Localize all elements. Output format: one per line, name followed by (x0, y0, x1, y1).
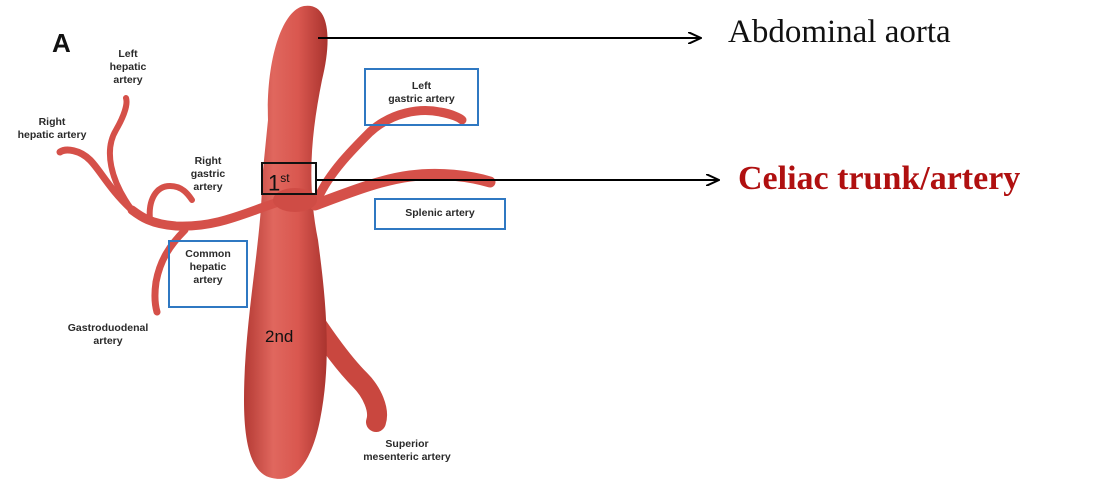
splenic-artery-label: Splenic artery (376, 207, 504, 220)
abdominal-aorta-callout: Abdominal aorta (728, 14, 951, 51)
abdominal-aorta (244, 6, 328, 479)
second-branch-marker: 2nd (265, 327, 293, 347)
first-branch-marker: 1st (268, 166, 290, 195)
right-hepatic-artery (60, 150, 132, 210)
panel-letter: A (52, 28, 71, 59)
celiac-trunk-callout: Celiac trunk/artery (738, 160, 1020, 198)
